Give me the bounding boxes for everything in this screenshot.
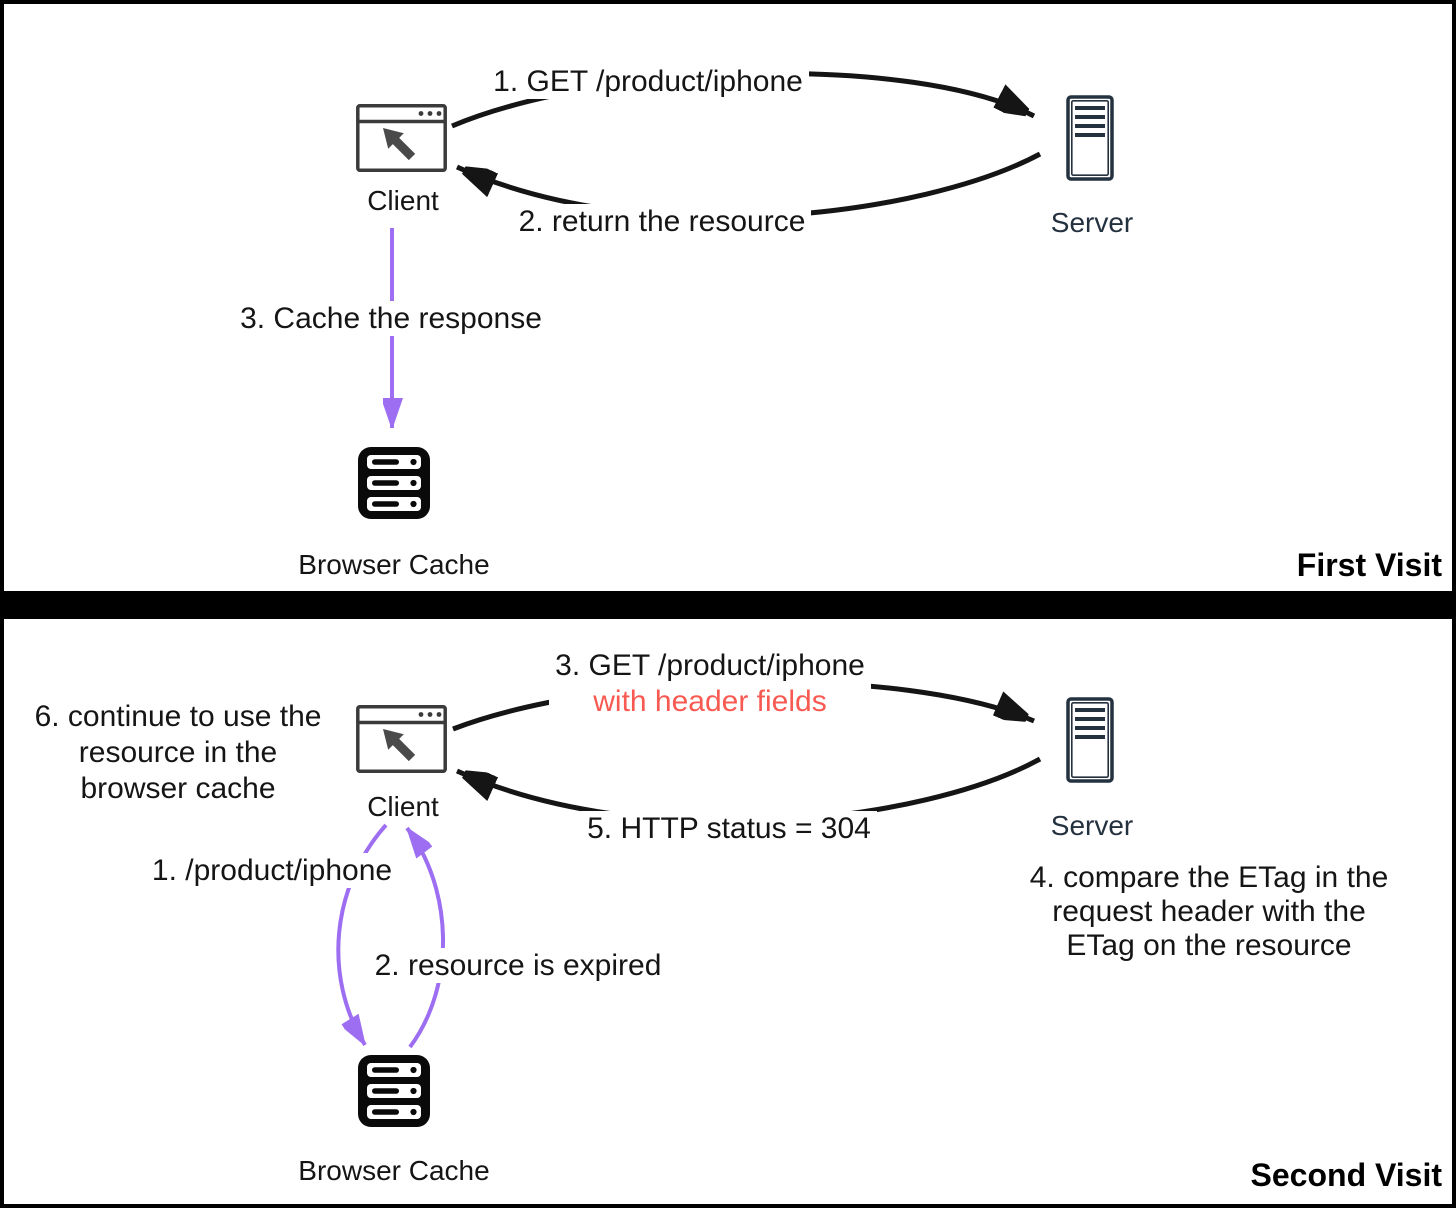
request-arrow-label: 3. GET /product/iphone (555, 649, 865, 682)
cache-request-arrow-label: 1. /product/iphone (145, 853, 399, 888)
panel-first-visit: Client Server Browser Cache 1. GET /pr (4, 4, 1452, 591)
server-icon (1066, 697, 1114, 783)
browser-cache-icon (358, 447, 430, 519)
client-browser-icon (356, 705, 447, 773)
browser-cache-icon (358, 1055, 430, 1127)
request-arrow-label: 1. GET /product/iphone (487, 64, 809, 99)
response-arrow-label: 5. HTTP status = 304 (581, 811, 877, 846)
cursor-tail (391, 136, 416, 161)
browser-cache-label: Browser Cache (298, 549, 490, 580)
client-browser-icon (356, 104, 447, 172)
cursor-icon (383, 128, 404, 149)
request-arrow-note: with header fields (593, 685, 827, 718)
cache-response-arrow-label: 2. resource is expired (368, 948, 668, 983)
cache-request-arrow (336, 823, 388, 1045)
client-label: Client (367, 185, 439, 216)
note-continue-using-cache: 6. continue to use the resource in the b… (34, 700, 322, 805)
server-label: Server (1050, 810, 1134, 841)
note-compare-etag: 4. compare the ETag in the request heade… (1029, 861, 1389, 962)
server-icon (1066, 95, 1114, 181)
panel-second-visit: Client Server Browser Cache (4, 619, 1452, 1204)
cache-response-arrow (405, 828, 445, 1049)
panel-title-first-visit: First Visit (1296, 547, 1442, 583)
client-label: Client (367, 791, 439, 822)
browser-cache-label: Browser Cache (298, 1155, 490, 1186)
server-label: Server (1050, 207, 1134, 238)
panel-title-second-visit: Second Visit (1250, 1157, 1442, 1193)
response-arrow-label: 2. return the resource (512, 204, 812, 239)
cursor-icon (383, 729, 404, 750)
cursor-tail (391, 737, 416, 762)
cache-store-arrow-label: 3. Cache the response (234, 301, 548, 336)
panel-divider (4, 591, 1452, 619)
